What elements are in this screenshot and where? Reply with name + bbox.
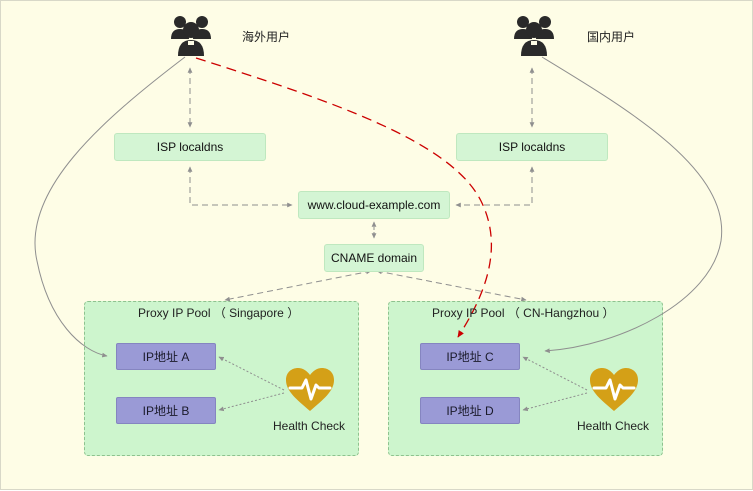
isp-localdns-left: ISP localdns bbox=[114, 133, 266, 161]
health-check-label-singapore: Health Check bbox=[273, 419, 346, 433]
route-overseas-failover-ip-c bbox=[195, 57, 493, 338]
health-to-ip-a bbox=[218, 356, 285, 391]
health-to-ip-c bbox=[522, 356, 588, 391]
link-isp-right-domain bbox=[455, 166, 535, 208]
cname-box: CNAME domain bbox=[324, 244, 424, 272]
domestic-users-label: 国内用户 bbox=[587, 30, 636, 44]
pool-singapore-title: Proxy IP Pool （ Singapore ） bbox=[138, 306, 300, 320]
link-isp-left-domain bbox=[187, 166, 293, 208]
domestic-users-icon bbox=[514, 16, 554, 56]
health-to-ip-d bbox=[522, 392, 588, 412]
ip-b-box: IP地址 B bbox=[116, 397, 216, 424]
link-cname-singapore bbox=[224, 269, 372, 302]
ip-c-box: IP地址 C bbox=[420, 343, 520, 370]
isp-localdns-right: ISP localdns bbox=[456, 133, 608, 161]
health-check-label-hangzhou: Health Check bbox=[577, 419, 650, 433]
overseas-users-icon bbox=[171, 16, 211, 56]
route-overseas-ip-a bbox=[34, 56, 186, 358]
ip-d-box: IP地址 D bbox=[420, 397, 520, 424]
link-cname-hangzhou bbox=[376, 269, 527, 302]
health-check-heart-icon bbox=[590, 368, 638, 411]
health-check-heart-icon bbox=[286, 368, 334, 411]
health-to-ip-b bbox=[218, 392, 285, 412]
pool-hangzhou-title: Proxy IP Pool （ CN-Hangzhou ） bbox=[432, 306, 615, 320]
ip-a-box: IP地址 A bbox=[116, 343, 216, 370]
overseas-users-label: 海外用户 bbox=[242, 30, 291, 44]
route-domestic-ip-c bbox=[541, 56, 723, 354]
domain-box: www.cloud-example.com bbox=[298, 191, 450, 219]
